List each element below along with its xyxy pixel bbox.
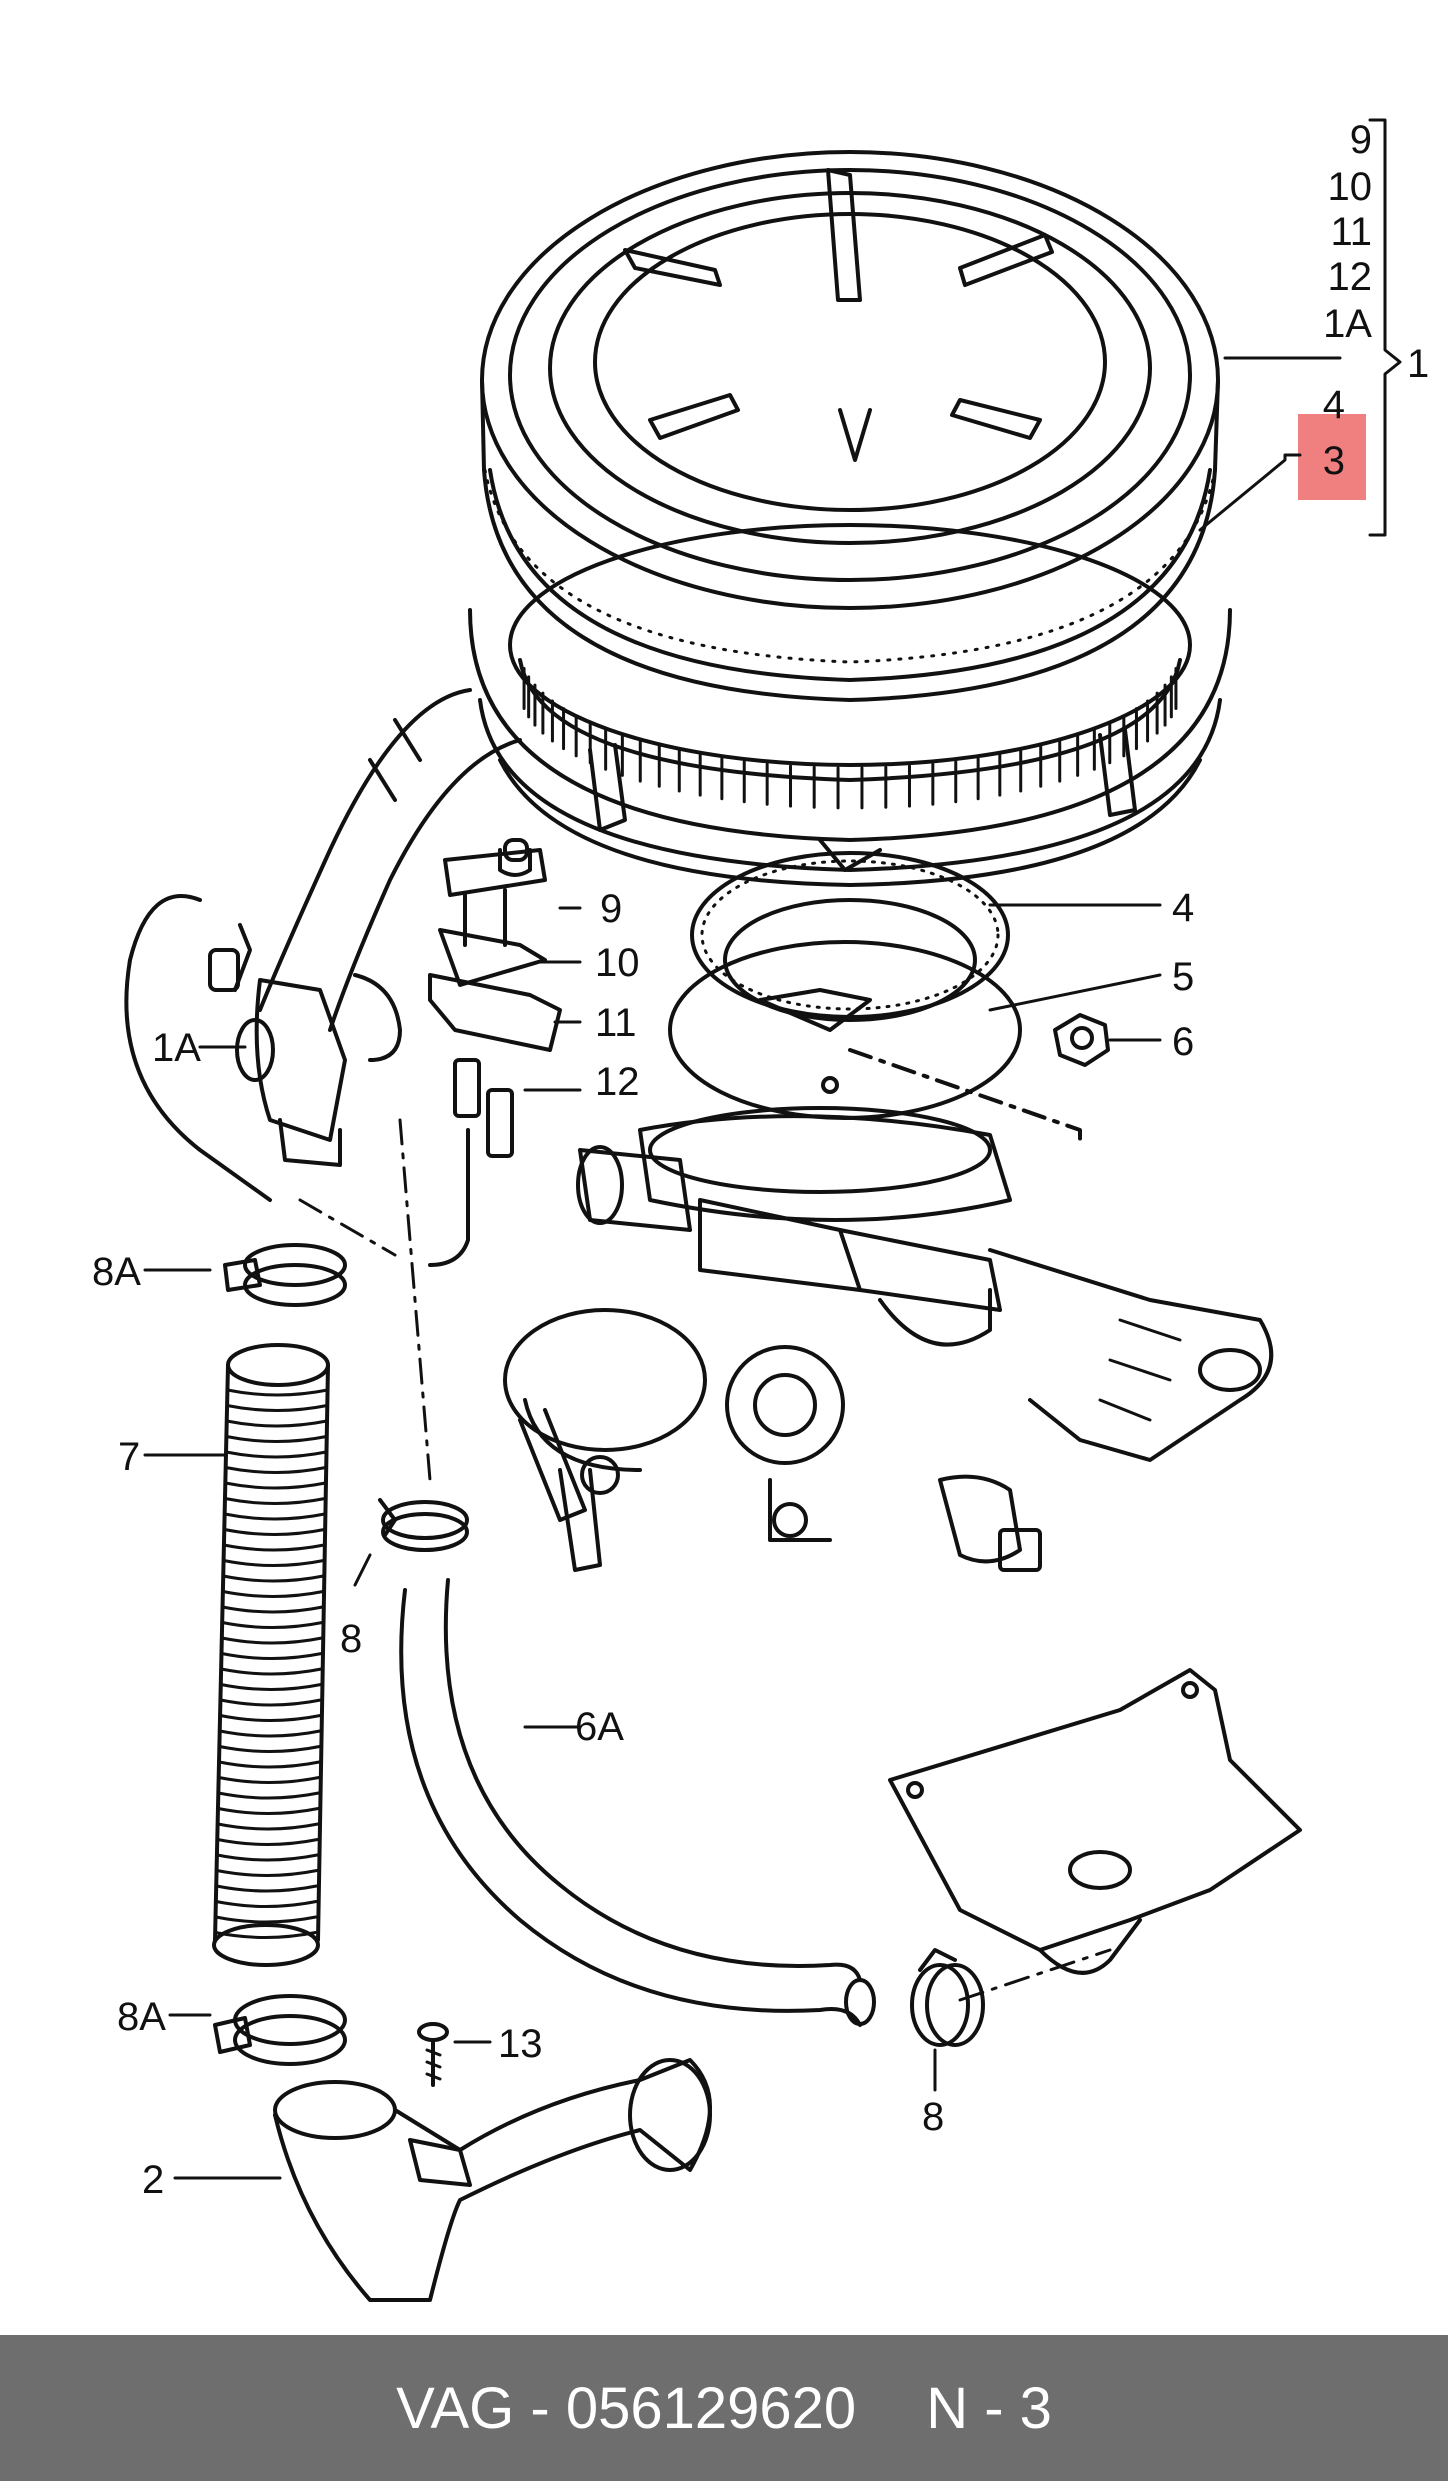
brace-label-9: 9: [1350, 118, 1372, 162]
brace-total-1: 1: [1407, 342, 1429, 386]
nut: [1053, 1013, 1110, 1067]
part-label-8A-top: 8A: [92, 1250, 141, 1294]
part-number-footer: VAG - 056129620 N - 3: [0, 2335, 1448, 2481]
part-label-10: 10: [595, 941, 640, 985]
part-label-8-right: 8: [922, 2095, 944, 2139]
heat-shield: [888, 1668, 1302, 1975]
assembly-lines: [298, 1118, 1112, 2002]
footer-brand: VAG: [396, 2375, 515, 2441]
part-label-8-left: 8: [340, 1617, 362, 1661]
part-labels: 9 10 11 12 4 5 6 1A 8A 7 8 6A 8A 13 2 8: [92, 886, 1194, 2202]
screw: [417, 2022, 449, 2087]
part-label-6: 6: [1172, 1020, 1194, 1064]
carburettor: [503, 1106, 1274, 1572]
base-plate: [668, 940, 1082, 1147]
intake-elbow: [273, 2058, 712, 2302]
hose-clamp-upper: [223, 1243, 347, 1307]
brace-label-12: 12: [1328, 255, 1373, 299]
part-label-4: 4: [1172, 886, 1194, 930]
part-label-5: 5: [1172, 955, 1194, 999]
brace-label-11: 11: [1330, 210, 1372, 254]
part-label-13: 13: [498, 2022, 543, 2066]
part-label-9: 9: [600, 887, 622, 931]
footer-separator: -: [530, 2375, 550, 2441]
part-label-12: 12: [595, 1060, 640, 1104]
hose-clamp-small-left: [378, 1498, 469, 1552]
part-label-11: 11: [595, 1001, 637, 1045]
bracket-parts: [428, 838, 562, 1267]
corrugated-hose: [212, 1343, 330, 1967]
footer-reference: N - 3: [926, 2375, 1052, 2441]
part-label-8A-bottom: 8A: [117, 1995, 166, 2039]
part-label-7: 7: [118, 1435, 140, 1479]
brace-label-10: 10: [1328, 165, 1373, 209]
brace-labels: 9 10 11 12 1A 4 3 1: [1323, 118, 1430, 483]
highlighted-callout-3: [1298, 414, 1366, 500]
hose-clamp-lower: [213, 1994, 347, 2066]
brace-label-3: 3: [1323, 439, 1345, 483]
part-label-2: 2: [142, 2158, 164, 2202]
air-filter-housing: [258, 150, 1232, 1032]
exploded-parts-diagram: 9 10 11 12 1A 4 3 1 9 10 11 12 4 5 6 1A …: [92, 118, 1430, 2302]
brace-label-4: 4: [1323, 383, 1345, 427]
preheat-hose: [399, 1578, 876, 2027]
part-label-6A: 6A: [575, 1705, 624, 1749]
part-label-1A: 1A: [152, 1026, 201, 1070]
temperature-regulator: [124, 894, 402, 1202]
brace-label-1A: 1A: [1323, 302, 1372, 346]
group-brace: [1368, 118, 1402, 537]
hose-clamp-small-right: [910, 1948, 985, 2047]
leader-lines: [143, 356, 1342, 2180]
footer-part-number: 056129620: [565, 2375, 857, 2441]
